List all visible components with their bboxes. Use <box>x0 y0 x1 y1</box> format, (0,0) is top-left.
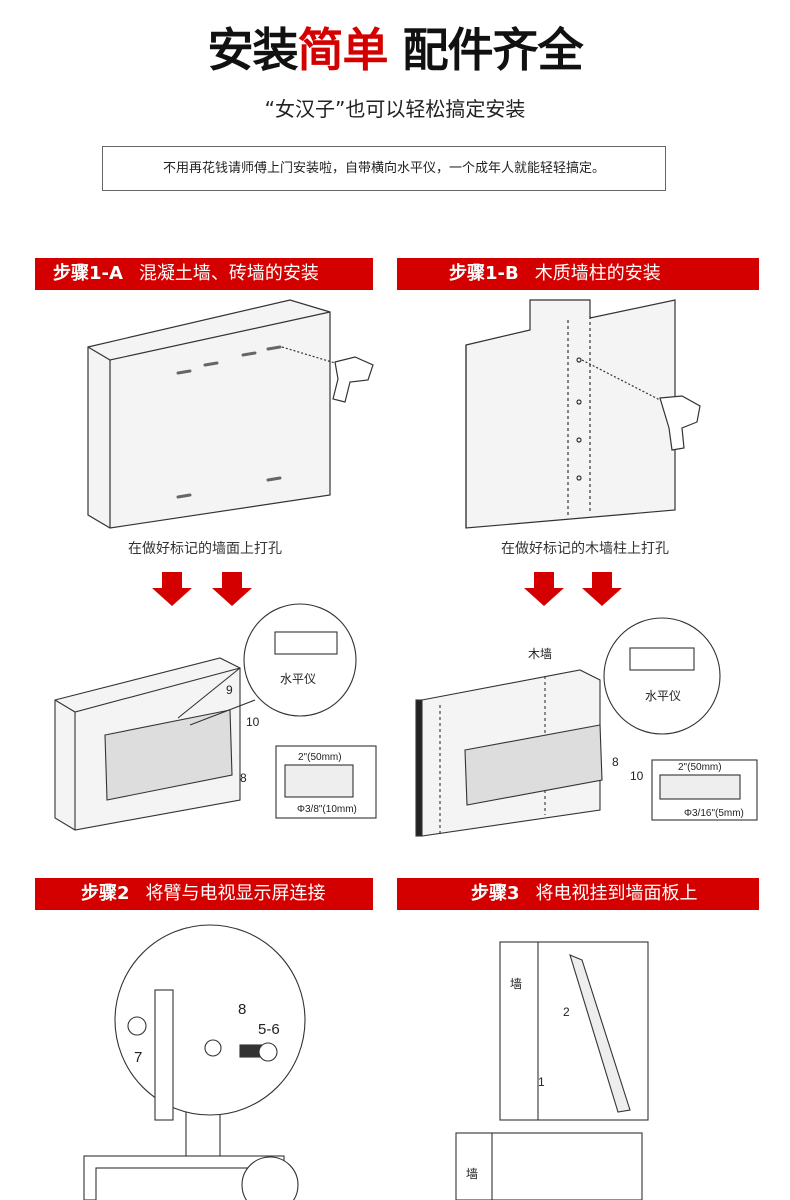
title-highlight: 简单 <box>297 23 388 77</box>
wall-label: 墙 <box>510 977 522 991</box>
step-desc: 混凝土墙、砖墙的安装 <box>138 263 319 284</box>
step-2-header: 步骤2 将臂与电视显示屏连接 <box>35 878 373 910</box>
step-label: 步骤2 <box>81 883 130 904</box>
label-5-6: 5-6 <box>258 1021 280 1038</box>
step-3-header: 步骤3 将电视挂到墙面板上 <box>397 878 759 910</box>
diameter-label: Φ3/8"(10mm) <box>297 804 357 815</box>
label-8: 8 <box>612 755 619 769</box>
arrow-down-icon <box>152 572 192 606</box>
label-10: 10 <box>630 769 644 783</box>
label-10: 10 <box>246 715 260 729</box>
step-1b-header: 步骤1-B 木质墙柱的安装 <box>397 258 759 290</box>
label-2: 2 <box>563 1005 570 1019</box>
step-label: 步骤1-B <box>449 263 519 284</box>
arrow-down-icon <box>524 572 564 606</box>
wall-label: 墙 <box>466 1167 478 1181</box>
width-label: 2"(50mm) <box>298 752 342 763</box>
wood-wall-label: 木墙 <box>528 647 552 661</box>
page-title: 安装简单 配件齐全 <box>0 14 790 80</box>
caption-1a: 在做好标记的墙面上打孔 <box>128 541 282 557</box>
step-1a-header: 步骤1-A 混凝土墙、砖墙的安装 <box>35 258 373 290</box>
wall-drilling-illustration-1a <box>87 299 374 529</box>
level-label: 水平仪 <box>645 689 681 703</box>
wood-stud-illustration-1b <box>465 299 701 529</box>
down-arrows <box>152 572 622 606</box>
step-desc: 木质墙柱的安装 <box>534 263 661 284</box>
level-label: 水平仪 <box>280 672 316 686</box>
title-part: 配件齐全 <box>387 23 583 77</box>
label-8: 8 <box>240 771 247 785</box>
diameter-label: Φ3/16"(5mm) <box>684 808 744 819</box>
subtitle: “女汉子”也可以轻松搞定安装 <box>264 97 526 121</box>
drill-icon <box>659 395 701 451</box>
caption-1b: 在做好标记的木墙柱上打孔 <box>501 541 669 557</box>
step-desc: 将臂与电视显示屏连接 <box>145 883 326 904</box>
step-label: 步骤1-A <box>53 263 123 284</box>
arrow-down-icon <box>212 572 252 606</box>
label-7: 7 <box>134 1049 142 1066</box>
label-8: 8 <box>238 1001 246 1018</box>
arrow-down-icon <box>582 572 622 606</box>
note-box: 不用再花钱请师傅上门安装啦，自带横向水平仪，一个成年人就能轻轻搞定。 <box>102 146 666 191</box>
title-part: 安装 <box>207 23 298 77</box>
label-9: 9 <box>226 683 233 697</box>
step-desc: 将电视挂到墙面板上 <box>535 883 698 904</box>
step-label: 步骤3 <box>471 883 520 904</box>
drill-icon <box>332 356 374 403</box>
label-1: 1 <box>538 1075 545 1089</box>
width-label: 2"(50mm) <box>678 762 722 773</box>
